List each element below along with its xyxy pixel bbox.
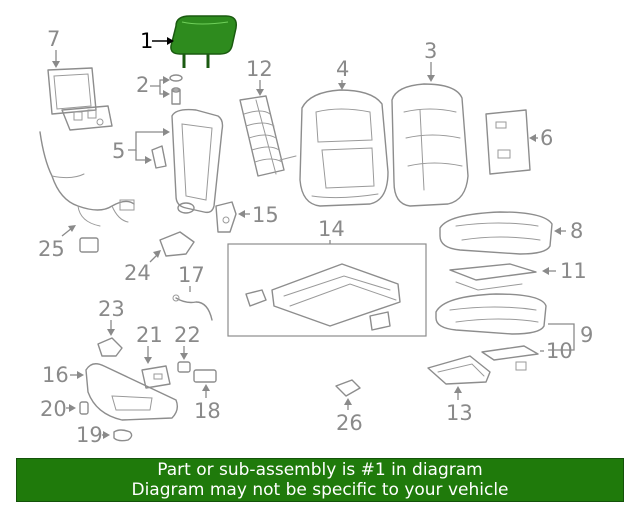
part-5-back-frame[interactable] bbox=[151, 108, 224, 214]
arrow-5b bbox=[145, 156, 152, 164]
part-3-back-cushion[interactable] bbox=[391, 83, 469, 207]
part-14-frame-box bbox=[227, 243, 427, 337]
part-13-lower-bracket[interactable] bbox=[427, 355, 491, 385]
arrow-11 bbox=[542, 267, 549, 275]
arrow-21 bbox=[144, 357, 152, 364]
part-16-side-shield[interactable] bbox=[85, 363, 179, 421]
part-9-seat-cushion[interactable] bbox=[435, 293, 547, 335]
callout-8[interactable]: 8 bbox=[570, 219, 583, 243]
part-15-bracket[interactable] bbox=[215, 201, 237, 233]
arrow-2b bbox=[163, 90, 170, 98]
part-11-heater-pad[interactable] bbox=[449, 263, 537, 291]
arrow-20 bbox=[69, 404, 76, 412]
callout-26[interactable]: 26 bbox=[336, 411, 363, 435]
arrow-7 bbox=[52, 61, 60, 68]
arrow-16 bbox=[77, 371, 84, 379]
callout-15[interactable]: 15 bbox=[252, 203, 279, 227]
arrow-6 bbox=[529, 134, 536, 142]
part-10-sensor-pad[interactable] bbox=[481, 345, 539, 371]
callout-21[interactable]: 21 bbox=[136, 323, 163, 347]
callout-16[interactable]: 16 bbox=[42, 363, 69, 387]
leader-5b bbox=[135, 150, 148, 161]
callout-10[interactable]: 10 bbox=[546, 339, 573, 363]
callout-6[interactable]: 6 bbox=[540, 126, 553, 150]
banner-line-1: Part or sub-assembly is #1 in diagram bbox=[157, 460, 483, 480]
leader-9 bbox=[548, 323, 575, 351]
arrow-13 bbox=[454, 386, 462, 393]
callout-14[interactable]: 14 bbox=[318, 217, 345, 241]
callout-20[interactable]: 20 bbox=[40, 397, 67, 421]
part-25-wire-harness[interactable] bbox=[39, 131, 135, 253]
arrow-1 bbox=[167, 37, 174, 45]
callout-4[interactable]: 4 bbox=[336, 57, 349, 81]
callout-3[interactable]: 3 bbox=[424, 39, 437, 63]
arrow-22 bbox=[180, 353, 188, 360]
part-26-clip[interactable] bbox=[335, 379, 361, 397]
info-banner: Part or sub-assembly is #1 in diagram Di… bbox=[16, 458, 624, 502]
parts-diagram: 1 7 2 5 12 bbox=[38, 15, 593, 447]
callout-11[interactable]: 11 bbox=[560, 259, 587, 283]
arrow-25 bbox=[68, 225, 76, 232]
part-24-bracket[interactable] bbox=[159, 231, 195, 257]
part-4-back-cover[interactable] bbox=[299, 89, 389, 207]
callout-12[interactable]: 12 bbox=[246, 57, 273, 81]
part-14-seat-adjuster[interactable] bbox=[245, 263, 401, 331]
arrow-5a bbox=[163, 128, 170, 136]
arrow-12 bbox=[256, 89, 264, 96]
part-21-switch[interactable] bbox=[141, 365, 171, 389]
part-1-headrest[interactable] bbox=[170, 15, 238, 68]
callout-1[interactable]: 1 bbox=[140, 29, 153, 53]
callout-17[interactable]: 17 bbox=[178, 263, 205, 287]
part-23-clip[interactable] bbox=[97, 337, 123, 357]
part-22-knob[interactable] bbox=[177, 361, 191, 373]
leader-5a bbox=[128, 131, 166, 151]
part-7-back-panel[interactable] bbox=[47, 67, 113, 131]
callout-18[interactable]: 18 bbox=[194, 399, 221, 423]
part-18-button[interactable] bbox=[193, 369, 217, 383]
callout-5[interactable]: 5 bbox=[112, 139, 125, 163]
callout-19[interactable]: 19 bbox=[76, 423, 103, 447]
callout-9[interactable]: 9 bbox=[580, 323, 593, 347]
arrow-15 bbox=[238, 210, 245, 218]
callout-13[interactable]: 13 bbox=[446, 401, 473, 425]
part-12-spring-mat[interactable] bbox=[239, 95, 297, 177]
arrow-2a bbox=[163, 76, 170, 84]
callout-23[interactable]: 23 bbox=[98, 297, 125, 321]
part-2-headrest-guide[interactable] bbox=[169, 74, 183, 105]
callout-22[interactable]: 22 bbox=[174, 323, 201, 347]
callout-2[interactable]: 2 bbox=[136, 73, 149, 97]
part-19-plug[interactable] bbox=[113, 429, 133, 442]
callout-25[interactable]: 25 bbox=[38, 237, 65, 261]
callout-7[interactable]: 7 bbox=[47, 27, 60, 51]
arrow-24 bbox=[153, 250, 161, 258]
arrow-3 bbox=[427, 75, 435, 82]
arrow-18 bbox=[202, 384, 210, 391]
banner-line-2: Diagram may not be specific to your vehi… bbox=[131, 480, 509, 500]
arrow-8 bbox=[554, 227, 561, 235]
arrow-23 bbox=[107, 329, 115, 336]
arrow-19 bbox=[103, 431, 110, 439]
part-8-cushion-cover[interactable] bbox=[439, 211, 553, 255]
arrow-26 bbox=[344, 398, 352, 405]
callout-24[interactable]: 24 bbox=[124, 261, 151, 285]
part-17-cable[interactable] bbox=[172, 294, 213, 321]
arrow-4 bbox=[338, 83, 346, 90]
part-6-back-board[interactable] bbox=[485, 109, 531, 175]
part-20-cap[interactable] bbox=[79, 401, 89, 415]
